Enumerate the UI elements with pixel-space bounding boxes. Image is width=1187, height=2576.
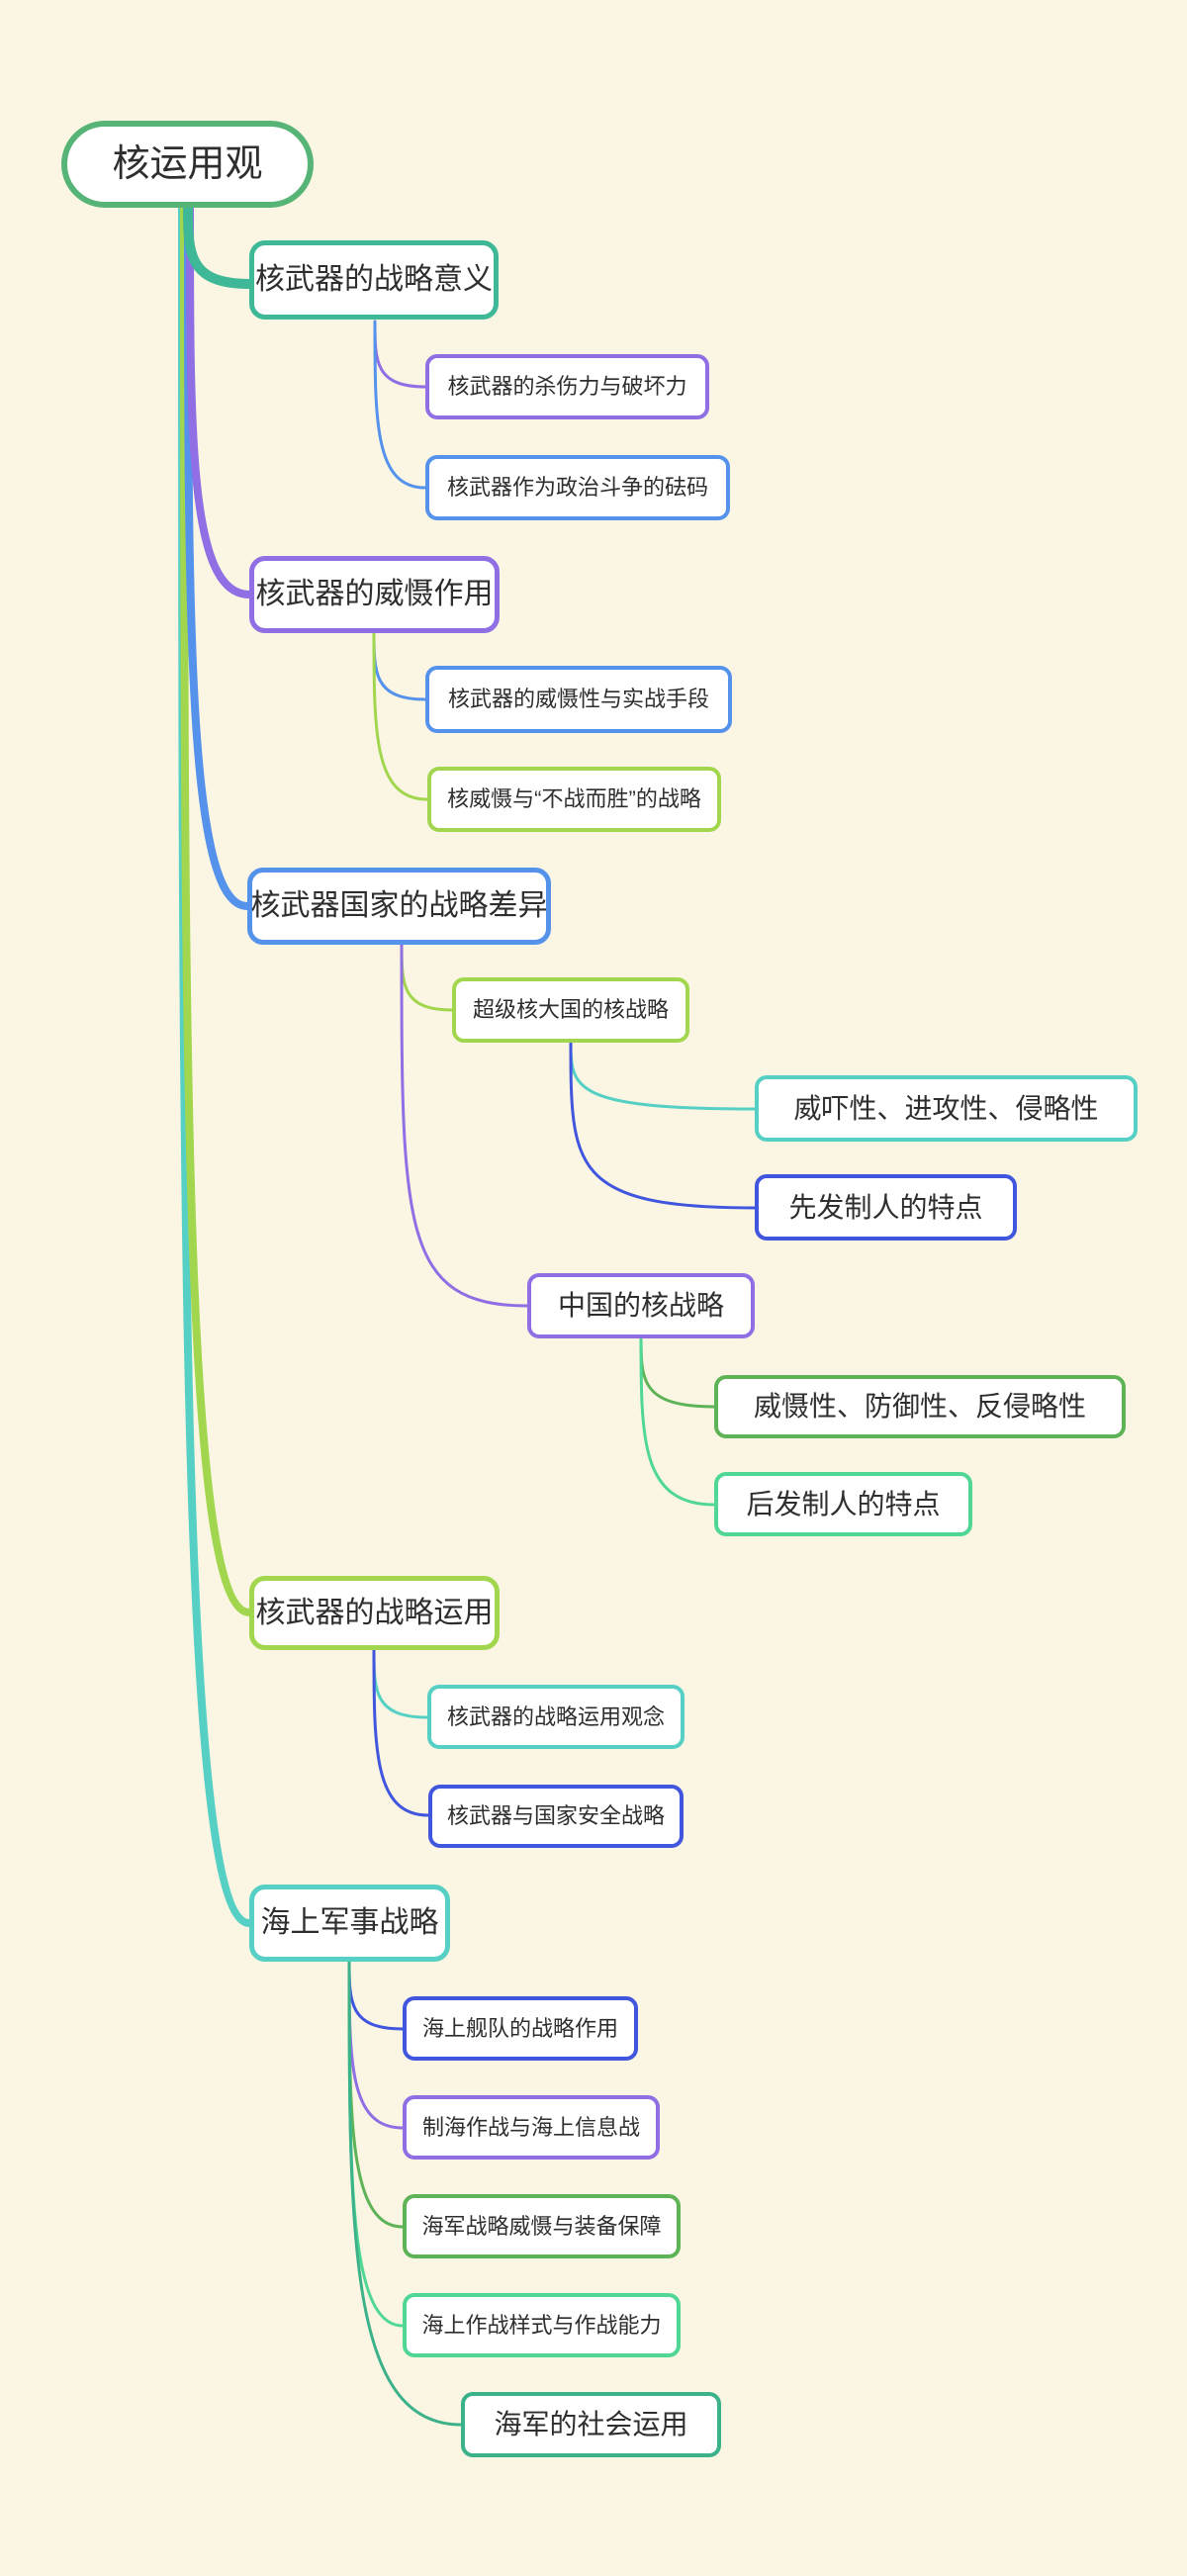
trunk-to-branch-3 xyxy=(184,204,251,910)
child-combat-styles-capabilities[interactable]: 海上作战样式与作战能力 xyxy=(403,2293,681,2357)
root-node[interactable]: 核运用观 xyxy=(61,121,314,208)
trunk-to-branch-1 xyxy=(183,201,254,289)
branch-nuclear-deterrence-role[interactable]: 核武器的威慑作用 xyxy=(249,556,500,633)
child-win-without-fighting[interactable]: 核威慑与“不战而胜”的战略 xyxy=(427,767,721,832)
wire-3-1-1 xyxy=(569,1039,757,1111)
child-lethality-destructive-power[interactable]: 核武器的杀伤力与破坏力 xyxy=(425,354,709,419)
child-naval-deterrence-equipment-support[interactable]: 海军战略威慑与装备保障 xyxy=(403,2194,681,2258)
branch-strategic-employment[interactable]: 核武器的战略运用 xyxy=(249,1576,500,1650)
wire-4-1 xyxy=(372,1646,429,1719)
child-navy-social-employment[interactable]: 海军的社会运用 xyxy=(461,2392,721,2457)
grandchild-second-strike-trait[interactable]: 后发制人的特点 xyxy=(714,1472,972,1536)
child-superpower-nuclear-strategy[interactable]: 超级核大国的核战略 xyxy=(452,977,689,1043)
child-sea-control-information-warfare[interactable]: 制海作战与海上信息战 xyxy=(403,2095,660,2160)
wire-2-2 xyxy=(372,629,429,801)
wire-3-1 xyxy=(400,941,454,1012)
child-employment-concepts[interactable]: 核武器的战略运用观念 xyxy=(427,1685,685,1749)
wire-3-2-2 xyxy=(639,1334,716,1507)
wire-1-2 xyxy=(373,320,427,490)
wire-1-1 xyxy=(373,320,427,389)
branch-nuclear-strategic-significance[interactable]: 核武器的战略意义 xyxy=(249,240,499,320)
child-national-security-strategy[interactable]: 核武器与国家安全战略 xyxy=(428,1785,684,1848)
child-deterrence-vs-combat-means[interactable]: 核武器的威慑性与实战手段 xyxy=(425,666,732,733)
wire-5-1 xyxy=(347,1958,405,2031)
branch-maritime-military-strategy[interactable]: 海上军事战略 xyxy=(249,1885,450,1962)
child-fleet-strategic-role[interactable]: 海上舰队的战略作用 xyxy=(403,1996,638,2061)
wire-2-1 xyxy=(372,629,427,701)
grandchild-first-strike-trait[interactable]: 先发制人的特点 xyxy=(755,1174,1017,1241)
wire-4-2 xyxy=(372,1646,430,1817)
branch-strategy-differences[interactable]: 核武器国家的战略差异 xyxy=(247,868,551,945)
wire-3-1-2 xyxy=(569,1039,757,1210)
child-political-bargaining-chip[interactable]: 核武器作为政治斗争的砝码 xyxy=(425,455,730,520)
grandchild-deterrent-defensive-antiaggression[interactable]: 威慑性、防御性、反侵略性 xyxy=(714,1375,1126,1438)
child-china-nuclear-strategy[interactable]: 中国的核战略 xyxy=(527,1273,755,1338)
wire-3-2-1 xyxy=(639,1334,716,1409)
wire-3-2 xyxy=(400,941,529,1308)
wire-5-5 xyxy=(347,1958,463,2427)
wire-5-3 xyxy=(347,1958,405,2229)
trunk-to-branch-4 xyxy=(180,204,253,1616)
trunk-to-branch-2 xyxy=(186,204,253,598)
wire-5-2 xyxy=(347,1958,405,2130)
grandchild-threatening-offensive-aggressive[interactable]: 威吓性、进攻性、侵略性 xyxy=(755,1075,1138,1142)
